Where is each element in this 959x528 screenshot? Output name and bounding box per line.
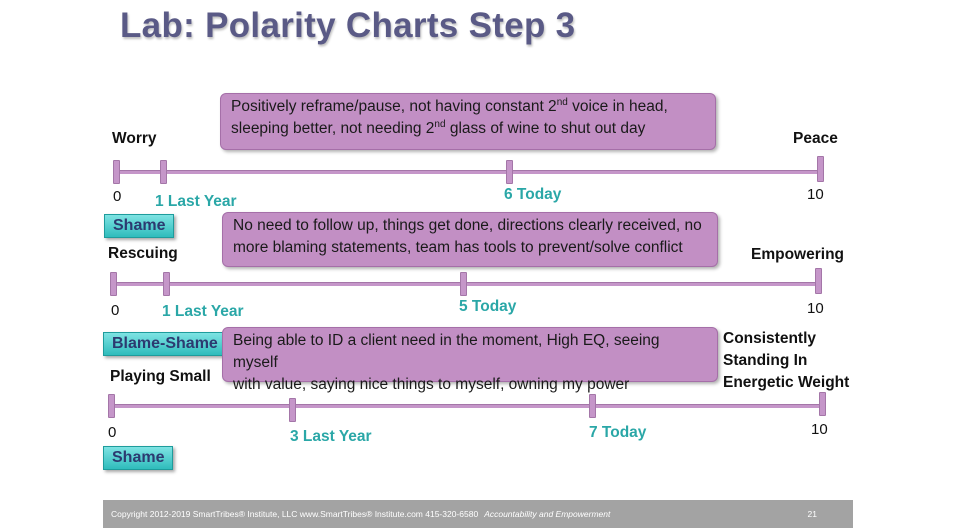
max-value-1: 10 (807, 186, 824, 203)
callout-2-line-2: more blaming statements, team has tools … (233, 239, 683, 256)
badge-1: Shame (104, 214, 175, 238)
tick-max-2 (815, 268, 822, 294)
callout-1-line-1: Positively reframe/pause, not having con… (231, 96, 668, 115)
tick-today-3 (589, 394, 596, 418)
footer-bar: Copyright 2012-2019 SmartTribes® Institu… (103, 500, 853, 528)
footer-tagline: Accountability and Empowerment (484, 509, 611, 519)
left-label-3: Playing Small (110, 368, 211, 385)
slide-title: Lab: Polarity Charts Step 3 (120, 6, 576, 45)
left-label-2: Rescuing (108, 245, 178, 262)
right-label-3: Consistently Standing In Energetic Weigh… (723, 328, 849, 394)
page-number: 21 (807, 509, 817, 519)
badge-2: Blame-Shame (103, 332, 227, 356)
tick-today-1 (506, 160, 513, 184)
last-year-label-2: 1 Last Year (162, 303, 244, 320)
max-value-2: 10 (807, 300, 824, 317)
tick-min-3 (108, 394, 115, 418)
footer-copyright: Copyright 2012-2019 SmartTribes® Institu… (111, 509, 479, 519)
today-label-1: 6 Today (504, 186, 562, 203)
tick-today-2 (460, 272, 467, 296)
right-label-1: Peace (793, 130, 838, 147)
right-label-2: Empowering (751, 246, 845, 263)
callout-2-line-1: No need to follow up, things get done, d… (233, 217, 702, 234)
callout-1: Positively reframe/pause, not having con… (220, 93, 716, 150)
min-value-2: 0 (111, 302, 120, 319)
right-label-3-line-3: Energetic Weight (723, 374, 850, 391)
today-label-3: 7 Today (589, 424, 647, 441)
today-label-2: 5 Today (459, 298, 517, 315)
max-value-3: 10 (811, 421, 828, 438)
min-value-1: 0 (113, 188, 122, 205)
min-value-3: 0 (108, 424, 117, 441)
tick-last-year-1 (160, 160, 167, 184)
badge-3: Shame (103, 446, 174, 470)
right-label-3-line-2: Standing In (723, 352, 808, 369)
axis-1 (115, 170, 823, 174)
tick-min-1 (113, 160, 120, 184)
axis-3 (112, 404, 824, 408)
callout-3-line-1: Being able to ID a client need in the mo… (233, 332, 660, 371)
last-year-label-1: 1 Last Year (155, 193, 237, 210)
callout-2: No need to follow up, things get done, d… (222, 212, 718, 267)
left-label-1: Worry (112, 130, 157, 147)
right-label-3-line-1: Consistently (723, 330, 817, 347)
axis-2 (114, 282, 821, 286)
tick-last-year-3 (289, 398, 296, 422)
last-year-label-3: 3 Last Year (290, 428, 372, 445)
tick-last-year-2 (163, 272, 170, 296)
callout-3: Being able to ID a client need in the mo… (222, 327, 718, 393)
tick-min-2 (110, 272, 117, 296)
callout-3-line-2: with value, saying nice things to myself… (233, 376, 630, 393)
callout-1-line-2: sleeping better, not needing 2nd glass o… (231, 118, 646, 137)
tick-max-3 (819, 392, 826, 416)
tick-max-1 (817, 156, 824, 182)
